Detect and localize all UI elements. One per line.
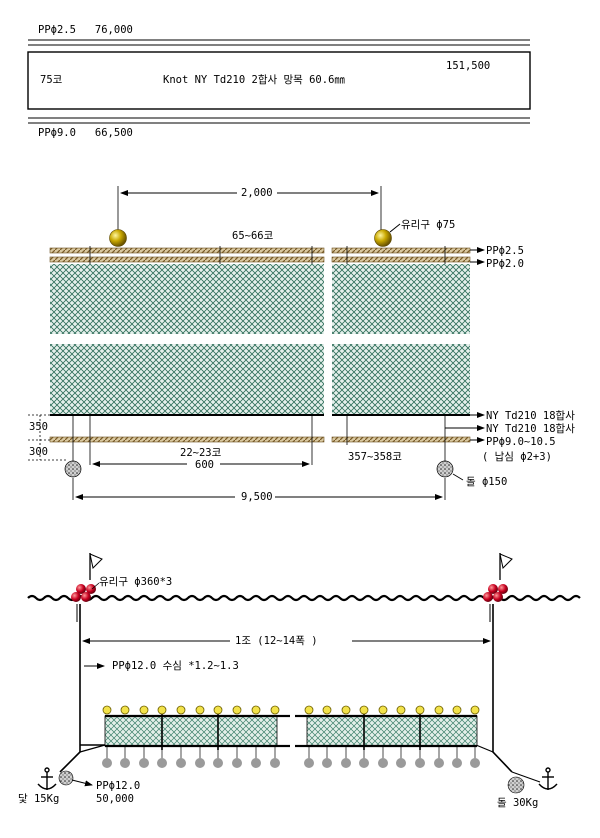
anchor-label: 닻 15Kg bbox=[18, 793, 60, 805]
buoy-left bbox=[71, 584, 96, 602]
rope-bottom: PPϕ9.0~10.5 bbox=[486, 436, 556, 448]
float-left bbox=[109, 229, 127, 247]
line-2: NY Td210 18합사 bbox=[486, 423, 575, 435]
total-length: 9,500 bbox=[241, 491, 273, 503]
bottom-rope-spec: PPϕ9.0 66,500 bbox=[38, 127, 133, 139]
float-spacing: 2,000 bbox=[241, 187, 273, 199]
mesh-count: 75코 bbox=[40, 74, 63, 86]
sinker-label: 돌 ϕ150 bbox=[466, 476, 508, 488]
setup-diagram bbox=[27, 553, 581, 794]
anchor-rope-spec: PPϕ12.0 bbox=[96, 780, 141, 792]
top-rope-spec: PPϕ2.5 76,000 bbox=[38, 24, 133, 36]
rope-depth-spec: PPϕ12.0 수심 *1.2~1.3 bbox=[112, 660, 239, 672]
small-floats bbox=[102, 705, 480, 715]
stone-label: 돌 30Kg bbox=[497, 797, 539, 809]
rope-top-1: PPϕ2.5 bbox=[486, 245, 524, 257]
right-knots: 357~358코 bbox=[348, 451, 402, 463]
bottom-knots: 22~23코 bbox=[180, 447, 222, 459]
anchor-icon bbox=[37, 767, 57, 790]
sinker-right bbox=[436, 460, 454, 478]
float-right bbox=[374, 229, 392, 247]
anchor-rope-value: 50,000 bbox=[96, 793, 134, 805]
sinker-spacing: 600 bbox=[195, 459, 214, 471]
anchor-stone-left bbox=[58, 770, 74, 786]
anchor-icon-right bbox=[538, 767, 558, 790]
line-1: NY Td210 18합사 bbox=[486, 410, 575, 422]
rope-top-2: PPϕ2.0 bbox=[486, 258, 524, 270]
buoy-label: 유리구 ϕ360*3 bbox=[99, 576, 173, 588]
lead-note: ( 납심 ϕ2+3) bbox=[482, 451, 552, 463]
dim-300: 300 bbox=[29, 446, 48, 458]
net-detail bbox=[28, 186, 485, 500]
dim-350: 350 bbox=[29, 421, 48, 433]
spec-block bbox=[27, 39, 531, 124]
sinker-left bbox=[64, 460, 82, 478]
unit-length: 1조 (12~14폭 ) bbox=[235, 635, 318, 647]
net-spec: Knot NY Td210 2합사 망목 60.6㎜ bbox=[163, 74, 345, 86]
flag-left bbox=[89, 553, 103, 570]
net-total-length: 151,500 bbox=[446, 60, 491, 72]
flag-right bbox=[499, 553, 513, 570]
small-sinkers bbox=[102, 758, 480, 768]
top-knots: 65~66코 bbox=[232, 230, 274, 242]
float-label: 유리구 ϕ75 bbox=[401, 219, 456, 231]
anchor-stone-right bbox=[507, 776, 525, 794]
buoy-right bbox=[483, 584, 508, 602]
